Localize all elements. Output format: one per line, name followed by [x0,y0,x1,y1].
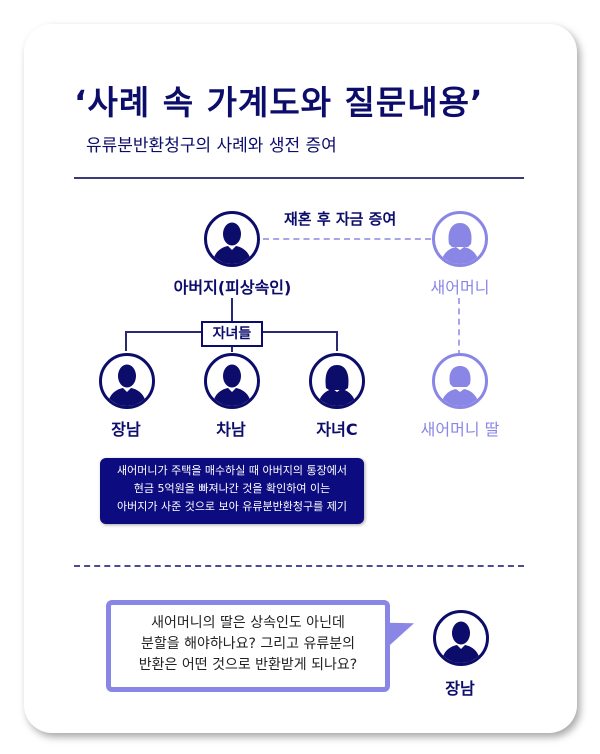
second-branch-line [231,344,233,352]
second-son-label: 차남 [216,420,246,439]
stepmother-daughter-avatar [432,353,488,409]
male-person-icon [442,621,480,663]
children-bar-left [125,331,202,333]
male-person-icon [213,222,251,264]
note-line: 아버지가 사준 것으로 보아 유류분반환청구를 제기 [116,500,347,513]
children-group-label: 자녀들 [201,321,263,347]
male-person-icon [213,364,251,406]
question-line: 분할을 해야하나요? 그리고 유류분의 [141,636,355,652]
female-person-icon [441,366,479,406]
childc-branch-line [336,331,338,351]
stepmother-daughter-label: 새어머니 딸 [420,420,500,439]
note-line: 현금 5억원을 빠져나간 것을 확인하여 이는 [133,482,331,495]
child-c-avatar [309,353,365,409]
question-line: 새어머니의 딸은 상속인도 아닌데 [151,615,345,631]
page-title: ‘사례 속 가계도와 질문내용’ [74,83,484,122]
second-son-avatar [204,353,260,409]
marriage-dashed-line [263,238,431,240]
page-subtitle: 유류분반환청구의 사례와 생전 증여 [86,136,337,156]
note-line: 새어머니가 주택을 매수하실 때 아버지의 통장에서 [116,464,347,477]
stepmother-label: 새어머니 [430,278,490,297]
female-person-icon [441,223,479,264]
eldest-son-avatar [99,353,155,409]
stepdaughter-dashed-line [458,298,460,356]
speaker-avatar [433,610,489,666]
question-line: 반환은 어떤 것으로 반환받게 되나요? [138,657,358,673]
relation-label: 재혼 후 자금 증여 [284,210,397,228]
eldest-branch-line [125,331,127,351]
title-divider [74,177,524,179]
child-c-label: 자녀C [316,420,358,439]
father-to-children-line [231,298,233,322]
section-dashed-divider [74,565,524,567]
case-note-box: 새어머니가 주택을 매수하실 때 아버지의 통장에서 현금 5억원을 빠져나간 … [100,458,364,524]
speaker-label: 장남 [445,679,475,698]
question-speech-bubble: 새어머니의 딸은 상속인도 아닌데 분할을 해야하나요? 그리고 유류분의 반환… [106,600,390,692]
male-person-icon [108,364,146,406]
female-person-icon [318,365,356,406]
children-bar-right [261,331,338,333]
eldest-son-label: 장남 [111,420,141,439]
stepmother-avatar [432,211,488,267]
father-avatar [204,211,260,267]
father-label: 아버지(피상속인) [173,278,292,297]
